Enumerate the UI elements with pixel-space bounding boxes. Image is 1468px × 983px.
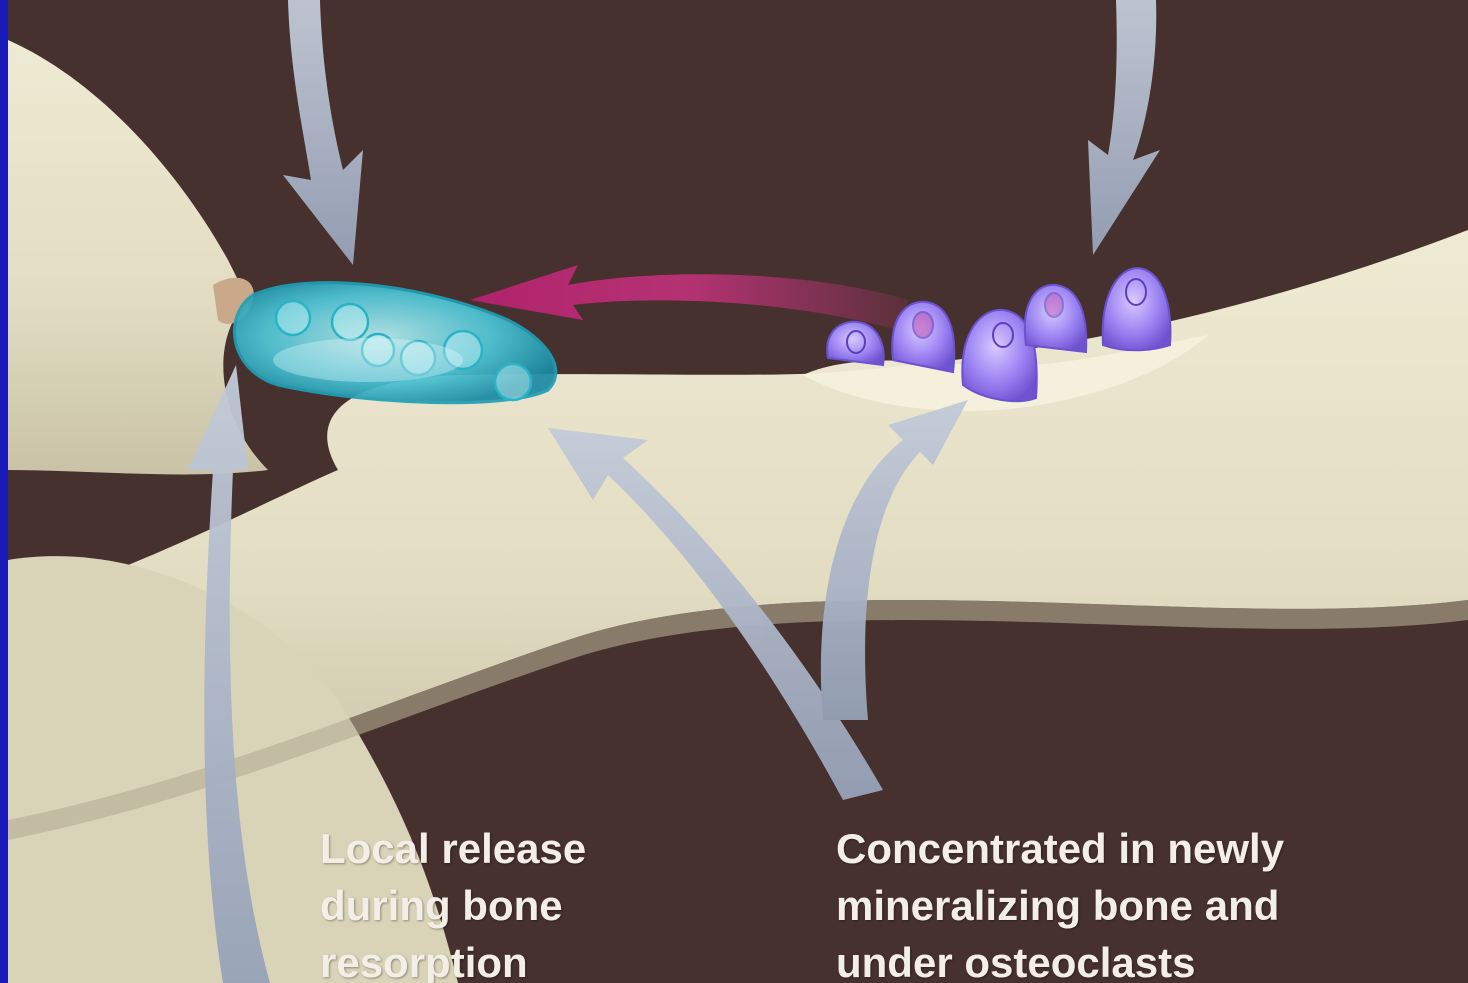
magenta-arrow xyxy=(470,265,908,330)
arrow-top-left-down xyxy=(283,0,363,265)
caption-concentrated: Concentrated in newly mineralizing bone … xyxy=(836,820,1284,983)
bone-remodeling-illustration: Local release during bone resorption Con… xyxy=(8,0,1468,983)
caption-right-line-2: mineralizing bone and xyxy=(836,877,1284,934)
caption-left-line-3: resorption xyxy=(320,934,586,983)
osteoblast-2 xyxy=(892,302,954,372)
caption-local-release: Local release during bone resorption xyxy=(320,820,586,983)
caption-left-line-2: during bone xyxy=(320,877,586,934)
osteoblast-1 xyxy=(827,322,883,365)
arrow-top-right-down xyxy=(1088,0,1160,255)
osteoblast-5 xyxy=(1103,268,1171,350)
osteoblast-4 xyxy=(1025,285,1086,352)
caption-right-line-1: Concentrated in newly xyxy=(836,820,1284,877)
caption-right-line-3: under osteoclasts xyxy=(836,934,1284,983)
caption-left-line-1: Local release xyxy=(320,820,586,877)
